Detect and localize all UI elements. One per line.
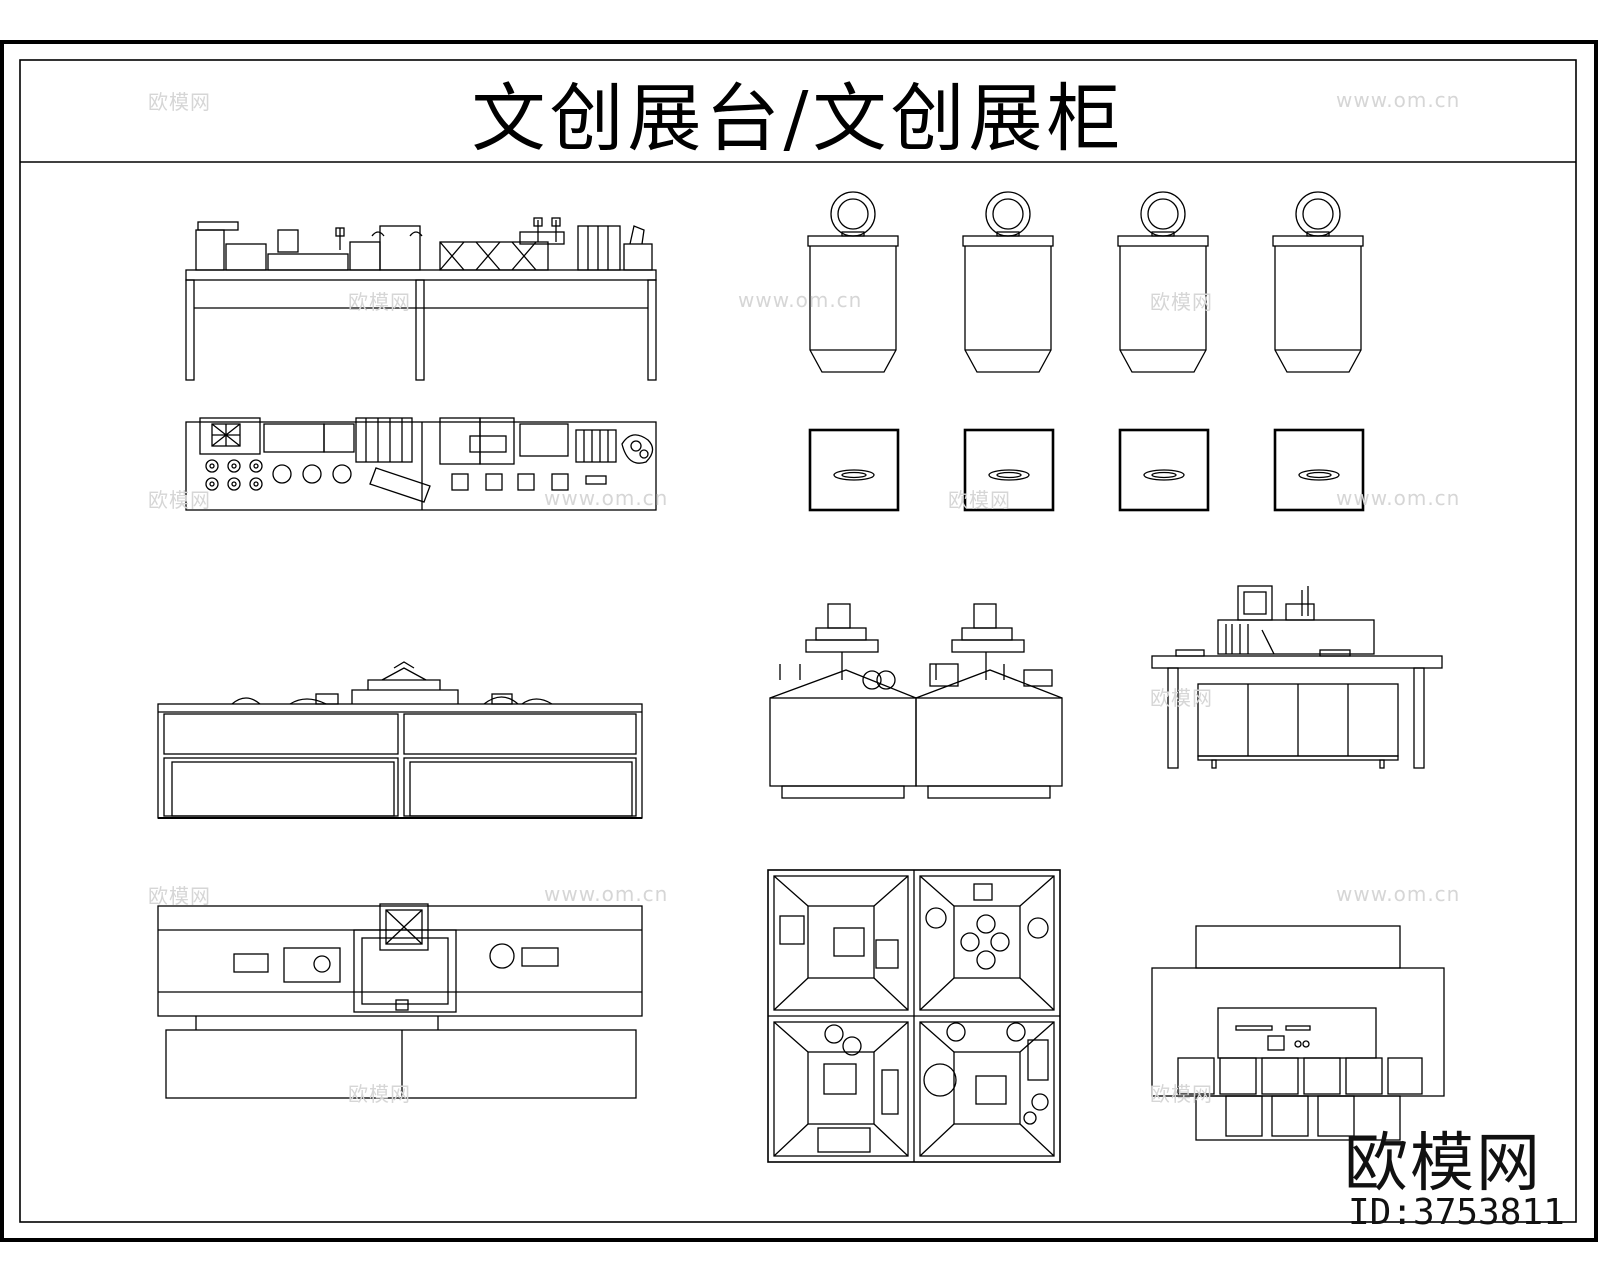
watermark: www.om.cn: [738, 288, 863, 312]
watermark: 欧模网: [1150, 1082, 1213, 1106]
desk-plan: [1151, 925, 1445, 1141]
drawing-title: 文创展台/文创展柜: [471, 75, 1125, 162]
cylinder-cabinets-elevation: [807, 191, 1364, 373]
cylinder-cabinet-2: [962, 191, 1054, 373]
inner-frame: [19, 59, 1577, 1223]
watermark: 欧模网: [1150, 686, 1213, 710]
cylinder-cabinet-3: [1117, 191, 1209, 373]
watermark: www.om.cn: [1336, 882, 1461, 906]
cylinder-cabinet-1: [807, 191, 899, 373]
watermark: www.om.cn: [544, 882, 669, 906]
watermark: 欧模网: [348, 290, 411, 314]
long-cabinet-plan: [157, 903, 643, 1099]
watermark: www.om.cn: [1336, 88, 1461, 112]
cylinder-cabinet-4: [1272, 191, 1364, 373]
watermark: 欧模网: [348, 1082, 411, 1106]
watermark: 欧模网: [148, 884, 211, 908]
display-table-elevation: [185, 217, 657, 381]
island-display-plan: [767, 869, 1061, 1163]
watermark: www.om.cn: [544, 486, 669, 510]
watermark: 欧模网: [148, 488, 211, 512]
display-table-plan: [185, 417, 657, 511]
island-display-elevation: [769, 603, 1063, 799]
watermark: 欧模网: [948, 488, 1011, 512]
watermark: 欧模网: [1150, 290, 1213, 314]
watermark: www.om.cn: [1336, 486, 1461, 510]
long-cabinet-elevation: [157, 661, 643, 819]
desk-cabinet-elevation: [1151, 585, 1443, 769]
outer-frame: [0, 40, 1598, 1242]
square-cabinets-plan: [808, 428, 1365, 512]
watermark: 欧模网: [148, 90, 211, 114]
brand-logo-text: 欧模网: [1344, 1127, 1542, 1201]
image-id-label: ID:3753811: [1348, 1192, 1565, 1233]
